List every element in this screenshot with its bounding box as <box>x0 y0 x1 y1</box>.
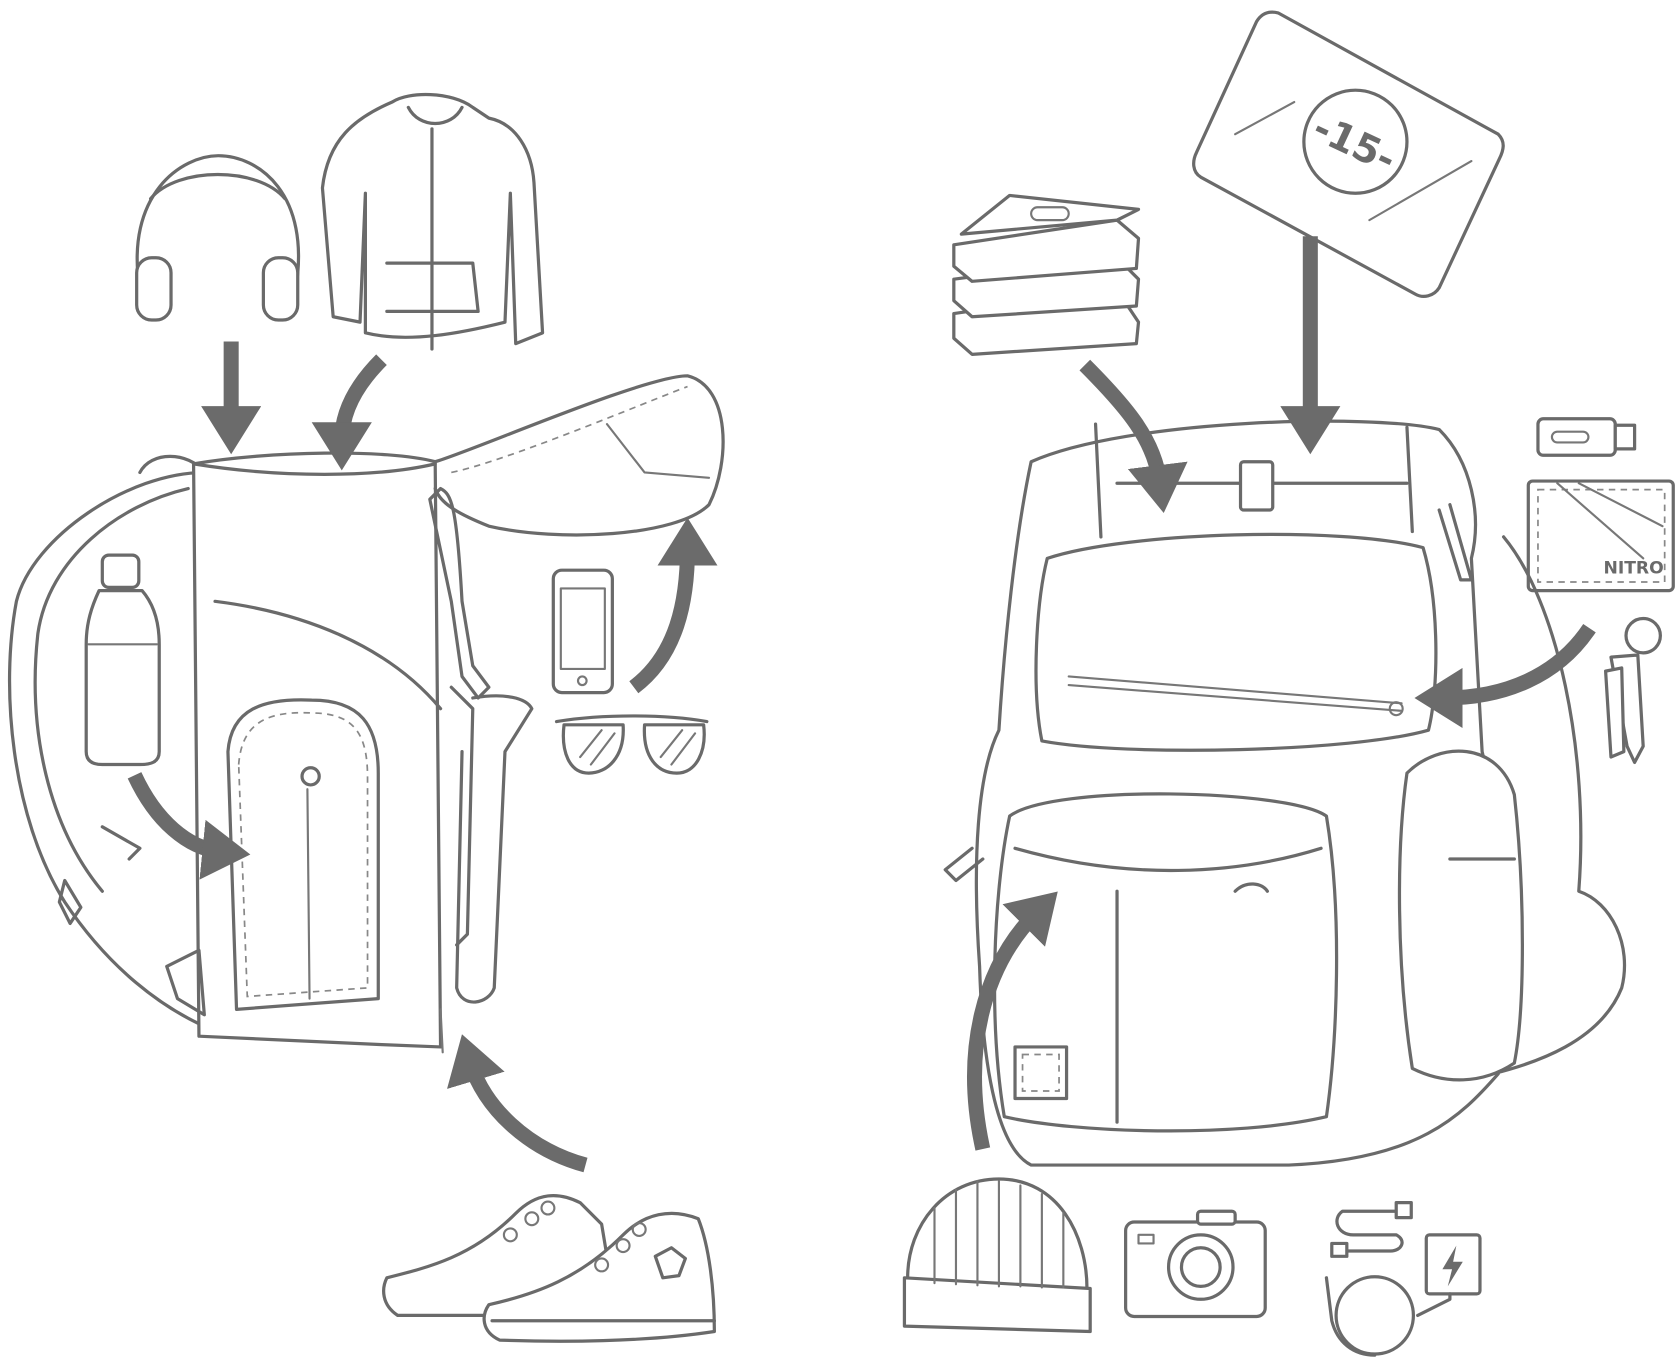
arrow-curved-icon <box>311 354 387 471</box>
usb-stick-icon <box>1536 417 1637 457</box>
left-arrows <box>127 341 718 1173</box>
right-arrows <box>967 236 1596 1151</box>
keys-icon <box>1603 616 1662 764</box>
beanie-icon <box>902 1177 1092 1334</box>
headphones-icon <box>135 154 301 322</box>
arrow-curved-icon <box>1414 623 1596 729</box>
phone-icon <box>551 568 614 695</box>
jacket-icon <box>320 93 545 351</box>
right-backpack <box>943 419 1627 1167</box>
wallet-icon: NITRO <box>1526 479 1675 593</box>
wallet-brand: NITRO <box>1603 558 1663 578</box>
charger-icon <box>1324 1201 1482 1357</box>
sneakers-icon <box>382 1194 716 1343</box>
water-bottle-icon <box>84 553 161 767</box>
arrow-curved-icon <box>447 1034 588 1173</box>
arrow-curved-icon <box>127 772 251 880</box>
left-backpack <box>7 374 725 1054</box>
camera-icon <box>1124 1209 1267 1319</box>
tablet-icon: -15- <box>1192 10 1505 298</box>
arrow-curved-icon <box>629 517 718 694</box>
sunglasses-icon <box>554 714 709 775</box>
arrow-curved-icon <box>1079 359 1188 514</box>
books-icon <box>952 193 1141 356</box>
arrow-curved-icon <box>967 891 1058 1151</box>
